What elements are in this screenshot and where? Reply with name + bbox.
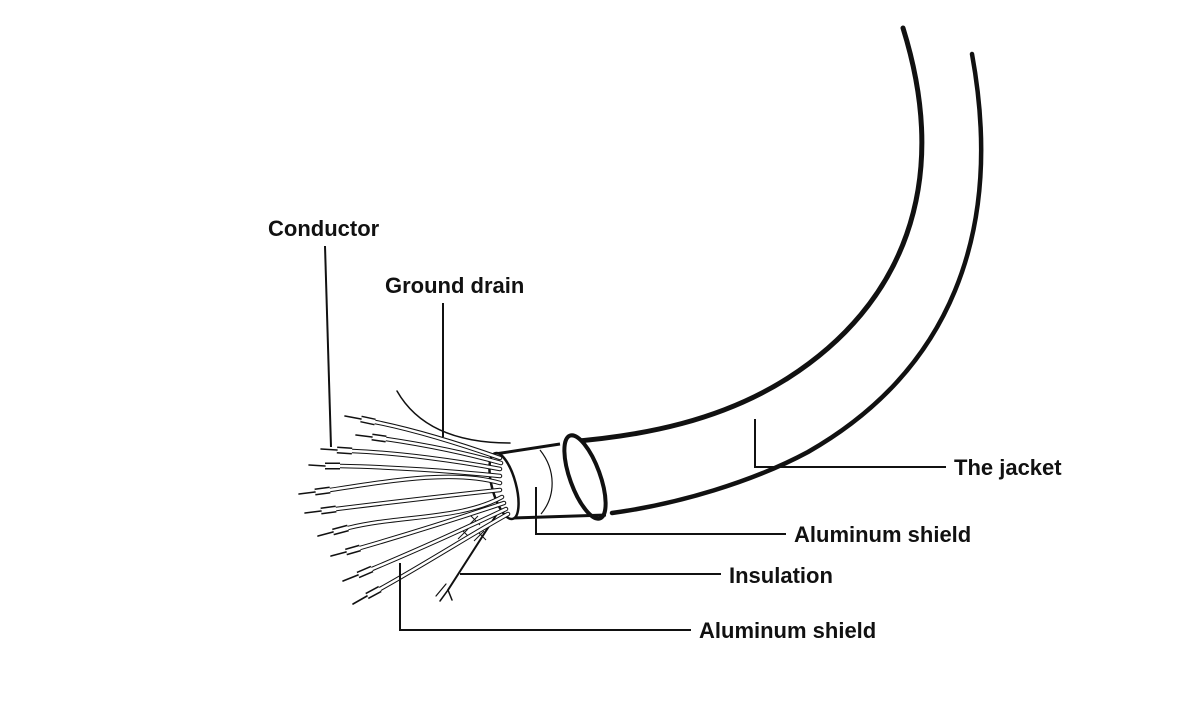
leader-aluminum-shield-top (535, 487, 786, 535)
cable-illustration (298, 25, 984, 605)
wire-insulation-core (328, 420, 510, 591)
wire-tip-crimp-core (314, 417, 387, 598)
leader-conductor (324, 245, 332, 448)
jacket-cut-rim (562, 433, 608, 521)
shield-cylinder-bottom-edge (512, 513, 607, 520)
ground-drain-strand-top (396, 390, 511, 444)
label-the-jacket: The jacket (954, 455, 1062, 480)
label-aluminum-shield-bottom: Aluminum shield (699, 618, 876, 643)
label-insulation: Insulation (729, 563, 833, 588)
leader-jacket (754, 419, 946, 468)
label-conductor: Conductor (268, 216, 380, 241)
label-ground-drain: Ground drain (385, 273, 524, 298)
jacket-inner-edge (609, 51, 984, 516)
labels: Conductor Ground drain The jacket Alumin… (268, 216, 1062, 643)
label-aluminum-shield-top: Aluminum shield (794, 522, 971, 547)
shield-foil-contour (539, 449, 553, 515)
shield-cylinder-top-edge (494, 442, 561, 456)
leader-aluminum-shield-bottom (399, 563, 691, 631)
jacket-outer-edge (563, 25, 925, 445)
wire-bundle (298, 415, 511, 605)
bare-conductor-tips (298, 415, 373, 605)
leader-lines (324, 245, 946, 631)
